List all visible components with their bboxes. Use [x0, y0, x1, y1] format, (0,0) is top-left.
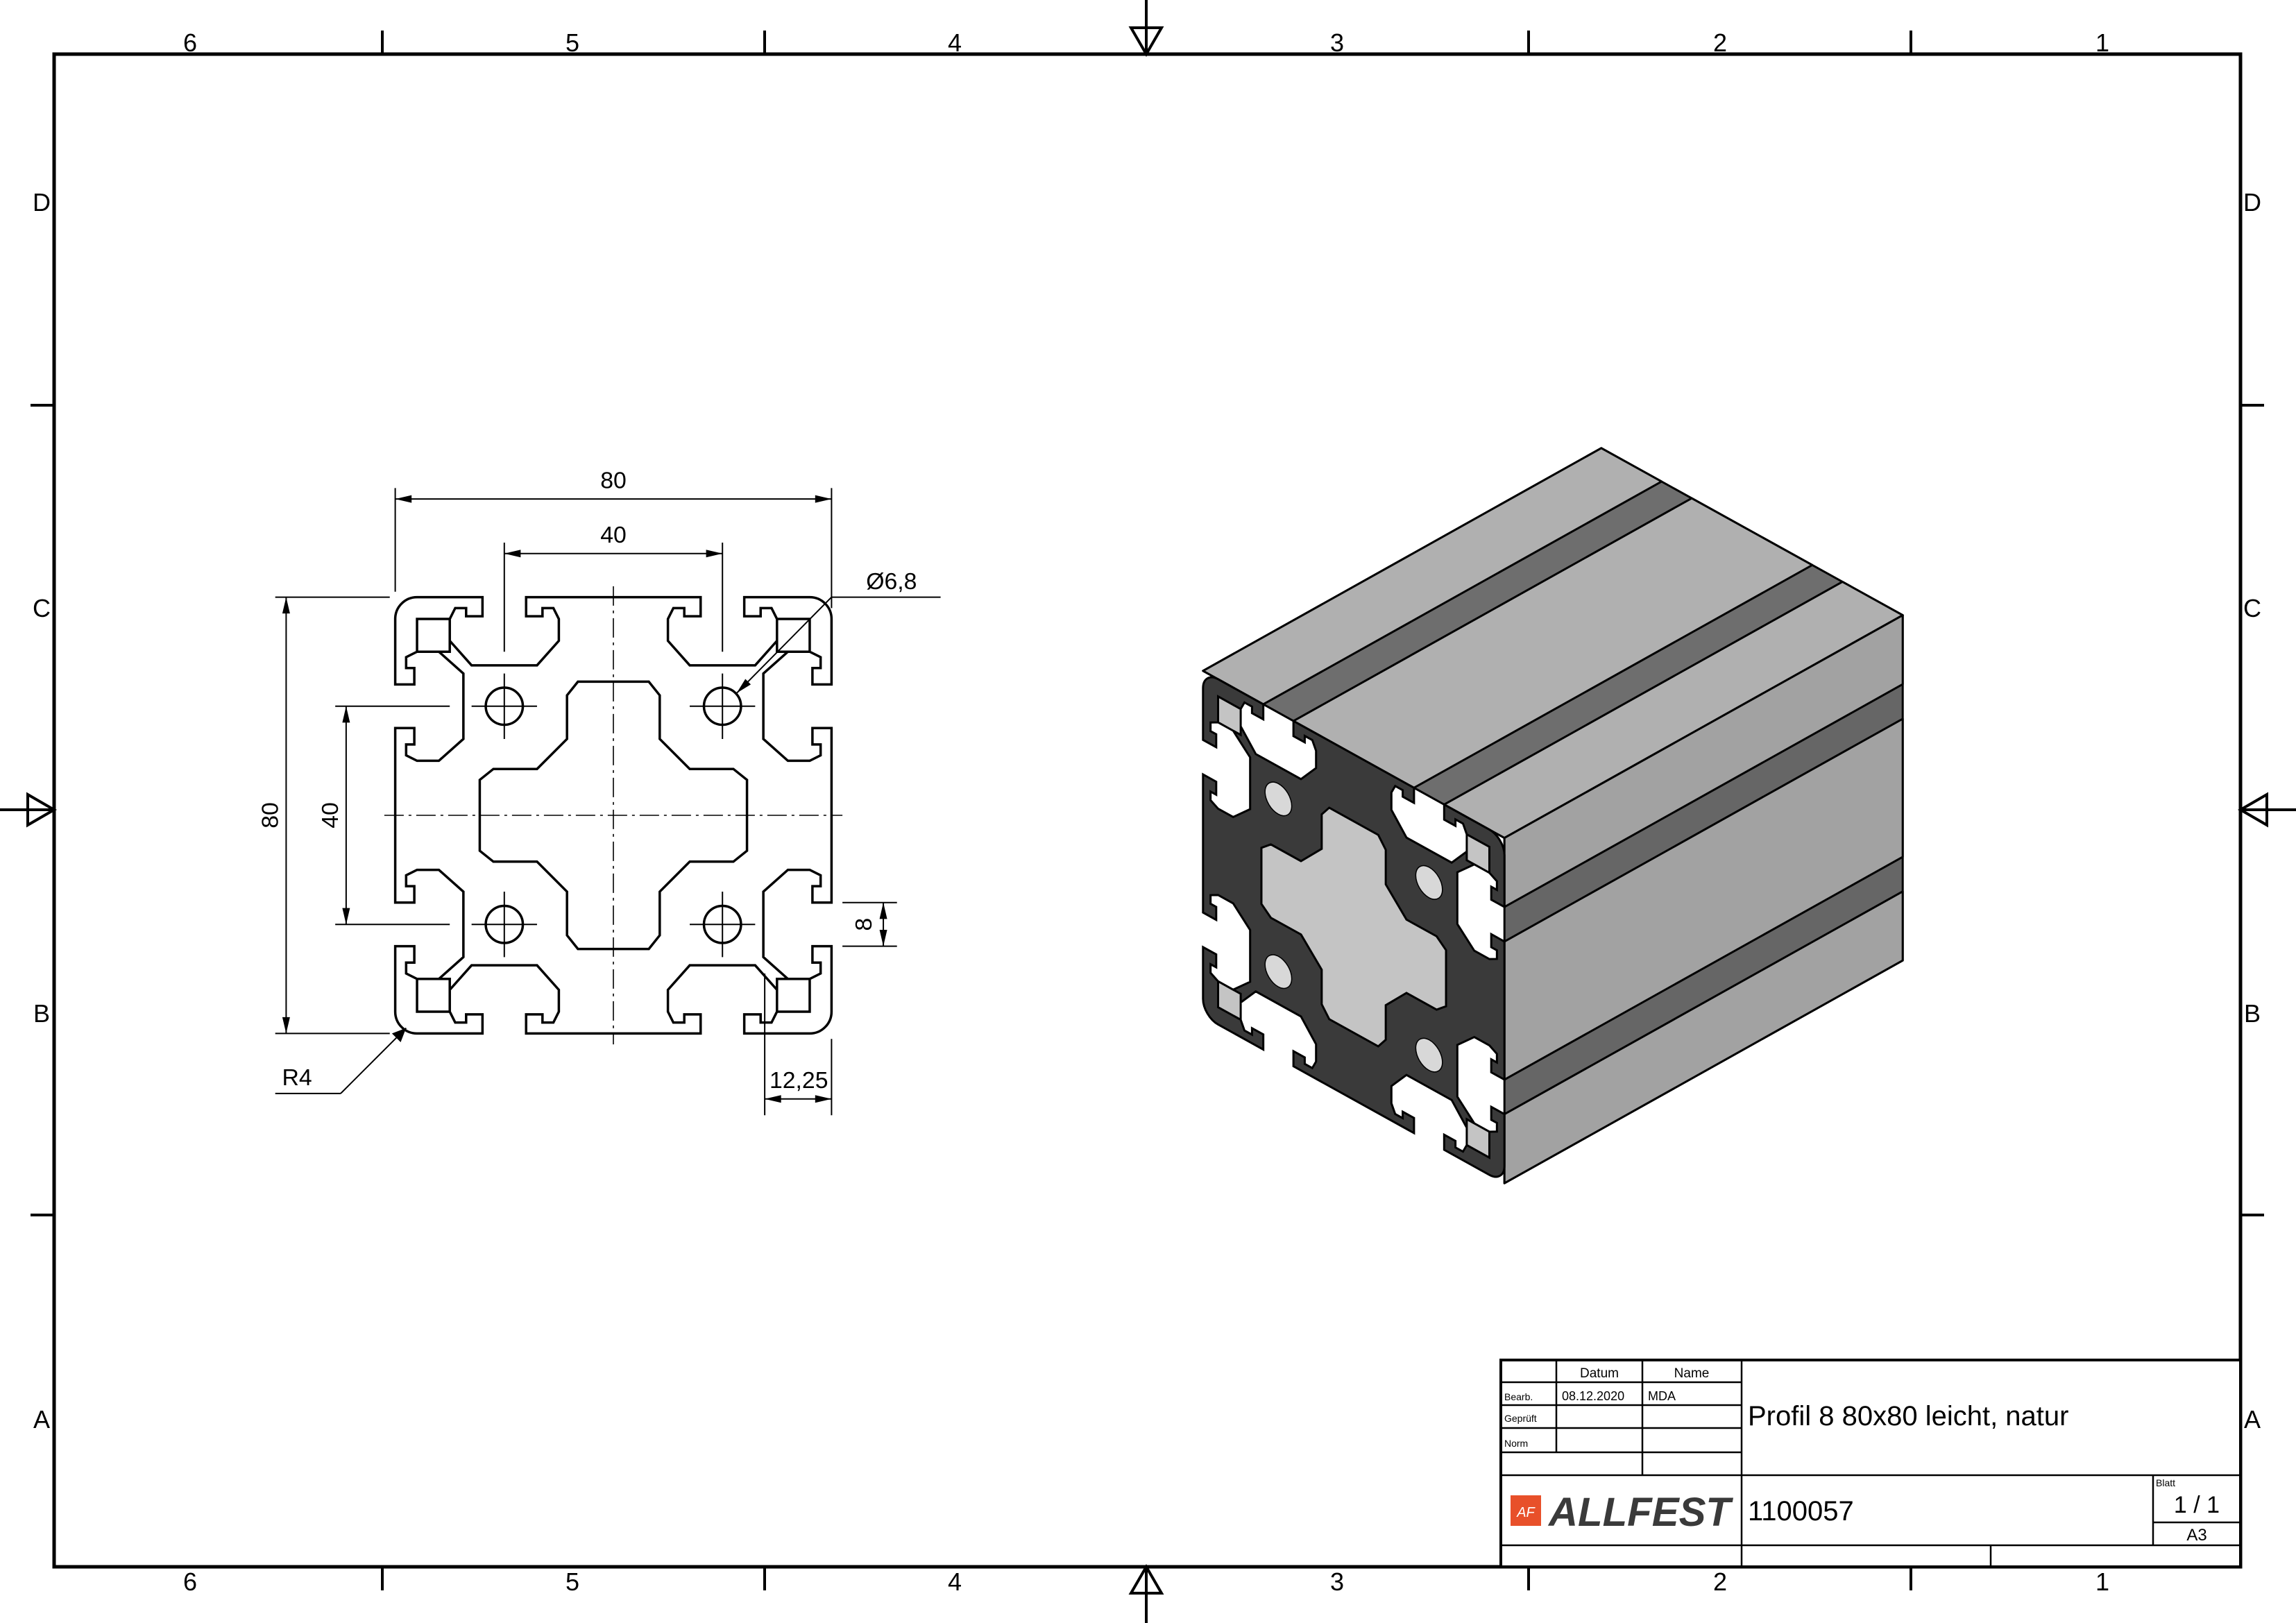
dimension-width-80: 80: [396, 467, 832, 608]
dim-hole-diameter-label: Ø6,8: [866, 568, 917, 595]
zone-col-1: 1: [2095, 1567, 2109, 1596]
label-norm: Norm: [1504, 1438, 1528, 1449]
dimension-height-80: 80: [257, 597, 390, 1034]
zone-col-4: 4: [948, 28, 962, 57]
dimension-corner-radius: R4: [275, 1028, 407, 1094]
drawn-name: MDA: [1648, 1389, 1676, 1403]
zone-row-b: B: [33, 999, 50, 1028]
zone-col-3: 3: [1330, 28, 1344, 57]
dimension-hole-diameter: Ø6,8: [737, 568, 941, 693]
zone-labels: 6 5 4 3 2 1 6 5 4 3 2 1 D C B A D C B A: [33, 28, 2261, 1596]
dimension-slot-edge-offset: 12,25: [765, 974, 831, 1115]
dim-slot-opening-label: 8: [851, 918, 877, 931]
zone-col-5: 5: [566, 1567, 579, 1596]
drawn-date: 08.12.2020: [1562, 1389, 1624, 1403]
dim-slot-spacing-v-label: 40: [317, 802, 343, 829]
dimension-slot-spacing-v: 40: [317, 706, 450, 924]
zone-row-d: D: [2243, 188, 2261, 216]
dim-slot-edge-offset-label: 12,25: [769, 1067, 828, 1094]
zone-row-d: D: [33, 188, 51, 216]
zone-col-6: 6: [183, 28, 197, 57]
zone-col-2: 2: [1713, 28, 1727, 57]
zone-col-2: 2: [1713, 1567, 1727, 1596]
sheet-label: Blatt: [2156, 1477, 2175, 1488]
sheet-format: A3: [2186, 1526, 2206, 1545]
profile-section-view: 80 40 Ø6,8 80 40 8: [257, 467, 941, 1115]
profile-isometric-view: [1203, 447, 1904, 1184]
zone-ticks: [31, 31, 2264, 1590]
zone-col-1: 1: [2095, 28, 2109, 57]
drawing-frame: [52, 52, 2243, 1569]
center-lines: [384, 586, 842, 1044]
logo-mark: [1511, 1495, 1541, 1526]
title-block: Datum Name Bearb. Geprüft Norm 08.12.202…: [1499, 1359, 2242, 1568]
logo-wordmark: ALLFEST: [1547, 1490, 1734, 1535]
zone-row-c: C: [2243, 594, 2261, 622]
drawing-title: Profil 8 80x80 leicht, natur: [1748, 1401, 2068, 1431]
zone-row-c: C: [33, 594, 51, 622]
sheet-number: 1 / 1: [2174, 1492, 2220, 1518]
zone-col-6: 6: [183, 1567, 197, 1596]
zone-row-a: A: [2244, 1405, 2261, 1434]
dimension-slot-spacing-h: 40: [504, 522, 722, 652]
logo-mark-text: AF: [1516, 1505, 1536, 1520]
zone-row-a: A: [33, 1405, 50, 1434]
dim-width-label: 80: [600, 467, 627, 493]
drawing-number: 1100057: [1748, 1496, 1854, 1527]
interior-cavity: [1218, 696, 1490, 1158]
hole-center-marks: [472, 674, 756, 958]
zone-col-3: 3: [1330, 1567, 1344, 1596]
zone-col-4: 4: [948, 1567, 962, 1596]
core-holes: [1265, 782, 1443, 1072]
dim-height-label: 80: [257, 802, 284, 829]
header-date: Datum: [1580, 1366, 1619, 1381]
zone-col-5: 5: [566, 28, 579, 57]
dim-slot-spacing-h-label: 40: [600, 522, 627, 548]
dimension-slot-opening: 8: [842, 903, 897, 946]
front-cross-section: [1203, 671, 1504, 1183]
allfest-logo: AF ALLFEST: [1511, 1490, 1734, 1535]
header-name: Name: [1674, 1366, 1710, 1381]
label-bearb: Bearb.: [1504, 1391, 1533, 1402]
dim-corner-radius-label: R4: [282, 1064, 312, 1091]
zone-row-b: B: [2244, 999, 2261, 1028]
label-geprueft: Geprüft: [1504, 1413, 1537, 1424]
